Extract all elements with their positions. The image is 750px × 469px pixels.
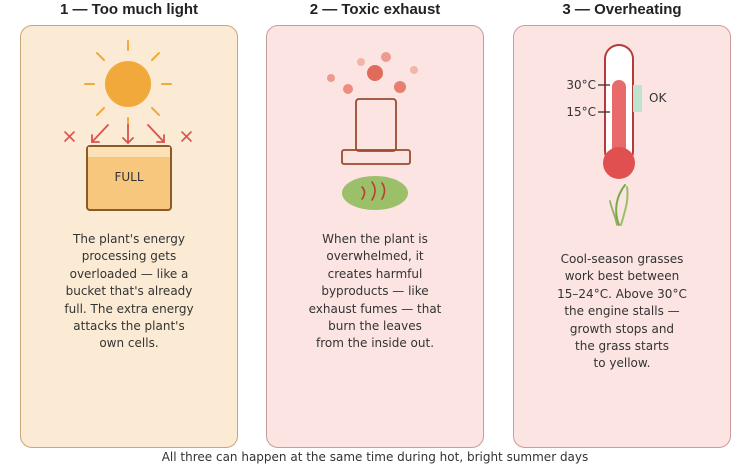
ok-label: OK: [649, 91, 667, 105]
panel-title-overheating: 3 — Overheating: [562, 1, 682, 18]
sun-icon: [84, 40, 172, 128]
panel-title-too-much-light: 1 — Too much light: [59, 1, 199, 18]
exhaust-pipe-icon: [341, 98, 411, 165]
panel-title-toxic-exhaust: 2 — Toxic exhaust: [309, 1, 441, 18]
thermo-high-label: 30°C: [566, 78, 596, 92]
sun-bucket-illustration: FULL: [64, 40, 192, 211]
grass-blade-icon: [609, 184, 629, 226]
panel-body-too-much-light: The plant's energy processing gets overl…: [64, 232, 194, 351]
bucket-label: FULL: [114, 170, 143, 184]
thermometer-icon: [598, 44, 635, 179]
footer-caption: All three can happen at the same time du…: [161, 450, 589, 464]
burnt-leaf-icon: [342, 176, 408, 210]
full-bucket-icon: FULL: [86, 145, 172, 211]
thermo-low-label: 15°C: [566, 105, 596, 119]
thermometer-illustration: 30°C 15°C OK: [566, 44, 667, 226]
panel-toxic-exhaust: [266, 25, 484, 448]
panel-body-overheating: Cool-season grasses work best between 15…: [557, 252, 687, 371]
panel-body-toxic-exhaust: When the plant is overwhelmed, it create…: [308, 232, 442, 351]
exhaust-fumes-icon: [327, 52, 418, 94]
ok-range-band: [633, 85, 642, 112]
exhaust-illustration: [327, 52, 418, 210]
light-arrows-icon: [91, 124, 165, 145]
rejected-x-icon: [64, 131, 192, 142]
